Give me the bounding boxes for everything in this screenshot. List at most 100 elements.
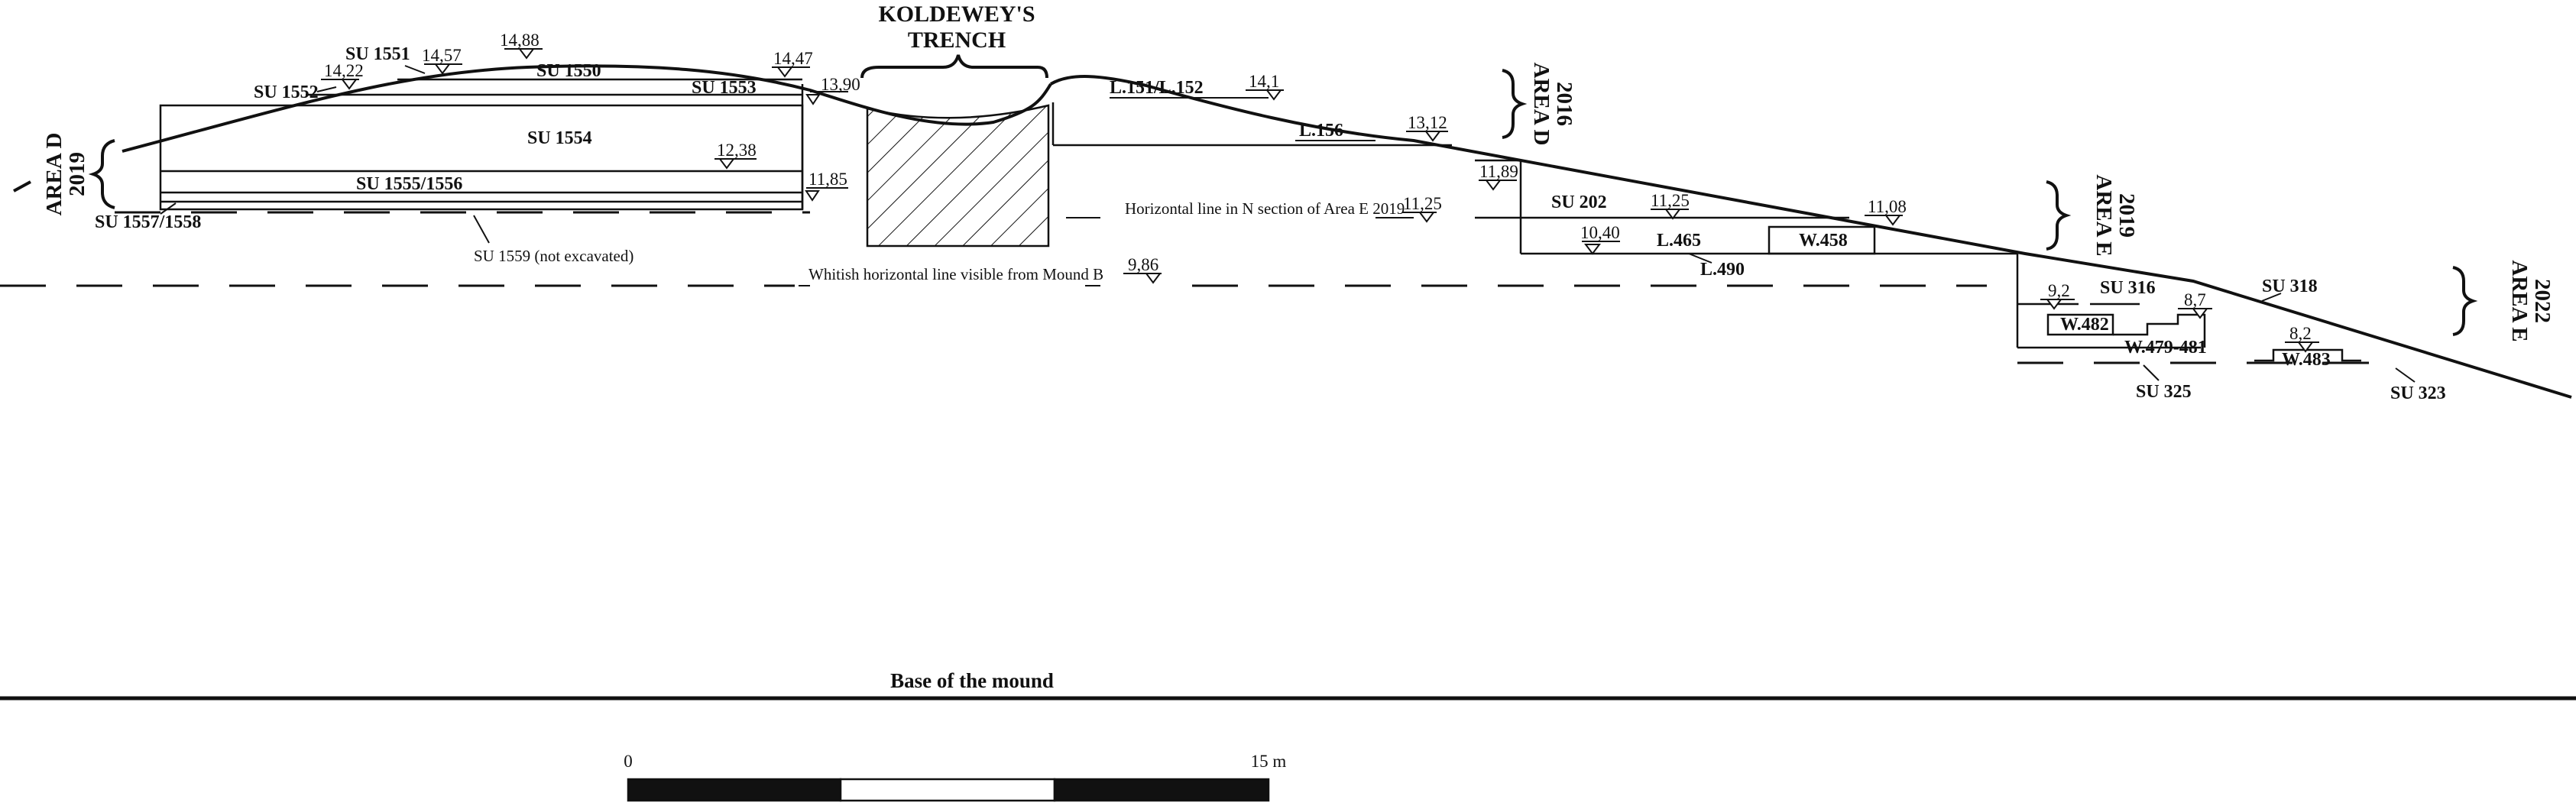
- su-202-label: SU 202: [1551, 193, 1607, 212]
- elevation-label: 14,57: [422, 46, 462, 65]
- elevation-marker: [1145, 273, 1162, 284]
- su-1552-label: SU 1552: [254, 83, 319, 102]
- elevation-marker: [1485, 180, 1502, 191]
- area-d-2016-brace: [1502, 69, 1528, 139]
- elevation-label: 9,2: [2048, 281, 2070, 300]
- su-325-label: SU 325: [2136, 382, 2192, 402]
- elevation-label: 9,86: [1128, 255, 1158, 274]
- scale-bar: [627, 778, 1270, 802]
- elevation-marker: [805, 94, 821, 105]
- w479-481-label: W.479-481: [2124, 338, 2207, 358]
- scale-end-label: 15 m: [1251, 752, 1287, 771]
- area-label-e-2022: AREA E 2022: [2507, 260, 2555, 341]
- mound-surface-east: [1049, 75, 2572, 399]
- elevation-label: 14,1: [1249, 72, 1279, 91]
- elevation-marker: [2192, 308, 2208, 319]
- elevation-label: 13,12: [1408, 113, 1447, 132]
- elevation-marker: [341, 79, 358, 90]
- elevation-label: 14,47: [773, 49, 813, 68]
- area-label-d-2019: AREA D 2019: [42, 133, 89, 216]
- w483-wall: [2254, 348, 2361, 362]
- elevation-marker: [434, 63, 451, 75]
- trench-title-line2: TRENCH: [908, 28, 1006, 53]
- area-e-2019-brace: [2046, 180, 2072, 251]
- w483-label: W.483: [2282, 350, 2331, 370]
- elevation-label: 11,85: [808, 170, 847, 189]
- elevation-label: 8,7: [2184, 290, 2206, 309]
- elevation-marker: [1424, 131, 1441, 142]
- su-325-tick: [2143, 364, 2160, 381]
- area-d-2019-brace: [88, 139, 115, 209]
- elevation-marker: [1584, 244, 1601, 255]
- svg-text:AREA E: AREA E: [2092, 174, 2116, 256]
- su-1555-label: SU 1555/1556: [356, 174, 462, 194]
- scale-segment: [627, 778, 842, 802]
- svg-text:AREA D: AREA D: [1529, 63, 1554, 146]
- svg-text:2019: 2019: [65, 152, 89, 196]
- elevation-label: 11,89: [1479, 162, 1518, 181]
- svg-text:2019: 2019: [2114, 193, 2139, 238]
- su-323-label: SU 323: [2390, 383, 2446, 403]
- whitish-line-note: Whitish horizontal line visible from Mou…: [808, 265, 1103, 283]
- elevation-label: 11,25: [1651, 191, 1690, 210]
- elevation-label: 10,40: [1580, 223, 1620, 242]
- elevation-marker: [805, 190, 820, 202]
- area-label-e-2019: AREA E 2019: [2092, 174, 2139, 256]
- elevation-marker: [1664, 209, 1681, 220]
- elevation-label: 12,38: [717, 141, 757, 160]
- area-e-lower-section: [2016, 254, 2416, 383]
- elevation-label: 11,25: [1403, 194, 1442, 213]
- su-1554-label: SU 1554: [527, 128, 592, 148]
- l490-label: L.490: [1700, 260, 1745, 280]
- su-318-line: [2261, 293, 2282, 302]
- area-label-d-2016: AREA D 2016: [1529, 63, 1576, 146]
- l156-label: L.156: [1299, 121, 1343, 141]
- elevation-marker: [776, 66, 793, 78]
- su-1559-label: SU 1559 (not excavated): [474, 247, 633, 265]
- trench-title-line1: KOLDEWEY'S: [878, 2, 1035, 27]
- su-318-label: SU 318: [2262, 277, 2318, 296]
- elevation-label: 13,90: [821, 75, 860, 94]
- su-323-tick: [2395, 367, 2416, 383]
- surface-stub: [13, 180, 31, 193]
- w482-wall: [2046, 313, 2114, 336]
- elevation-marker: [2297, 341, 2314, 353]
- elevation-label: 11,08: [1868, 197, 1907, 216]
- l465-tick: [1688, 253, 1712, 264]
- svg-text:2016: 2016: [1552, 82, 1576, 126]
- elevation-label: 14,88: [500, 31, 540, 50]
- base-of-mound-label: Base of the mound: [890, 669, 1054, 692]
- su-316-label: SU 316: [2100, 278, 2156, 298]
- svg-text:AREA E: AREA E: [2507, 260, 2532, 341]
- elevation-marker: [2046, 299, 2062, 310]
- elevation-label: 14,22: [324, 61, 364, 80]
- su-1551-label: SU 1551: [345, 44, 410, 64]
- elevation-marker: [1265, 89, 1282, 101]
- l465-label: L.465: [1657, 231, 1701, 251]
- scale-start-label: 0: [624, 752, 633, 771]
- horizontal-line-note: Horizontal line in N section of Area E 2…: [1125, 199, 1405, 218]
- elevation-marker: [718, 158, 735, 170]
- su-1557-label: SU 1557/1558: [95, 212, 201, 232]
- l151-l152-label: L.151/L.152: [1110, 78, 1204, 98]
- w479-481-wall: [2113, 313, 2206, 348]
- area-e-2022-brace: [2452, 266, 2478, 336]
- elevation-marker: [1418, 212, 1435, 223]
- elevation-marker: [518, 48, 535, 60]
- scale-segment: [1053, 778, 1270, 802]
- w458-wall: [1768, 225, 1876, 255]
- elevation-markers: [321, 48, 2319, 353]
- su-1550-label: SU 1550: [536, 61, 601, 81]
- koldewey-trench-hatch: [866, 104, 1050, 248]
- elevation-label: 8,2: [2289, 324, 2312, 343]
- svg-text:AREA D: AREA D: [42, 133, 66, 216]
- elevation-marker: [1884, 215, 1901, 226]
- trench-brace: [860, 54, 1048, 79]
- scale-segment: [839, 778, 1056, 802]
- svg-text:2022: 2022: [2530, 279, 2555, 323]
- w482-label: W.482: [2060, 315, 2109, 335]
- w458-label: W.458: [1799, 231, 1848, 251]
- su-1553-label: SU 1553: [692, 78, 757, 98]
- su-1554-box: [159, 104, 804, 211]
